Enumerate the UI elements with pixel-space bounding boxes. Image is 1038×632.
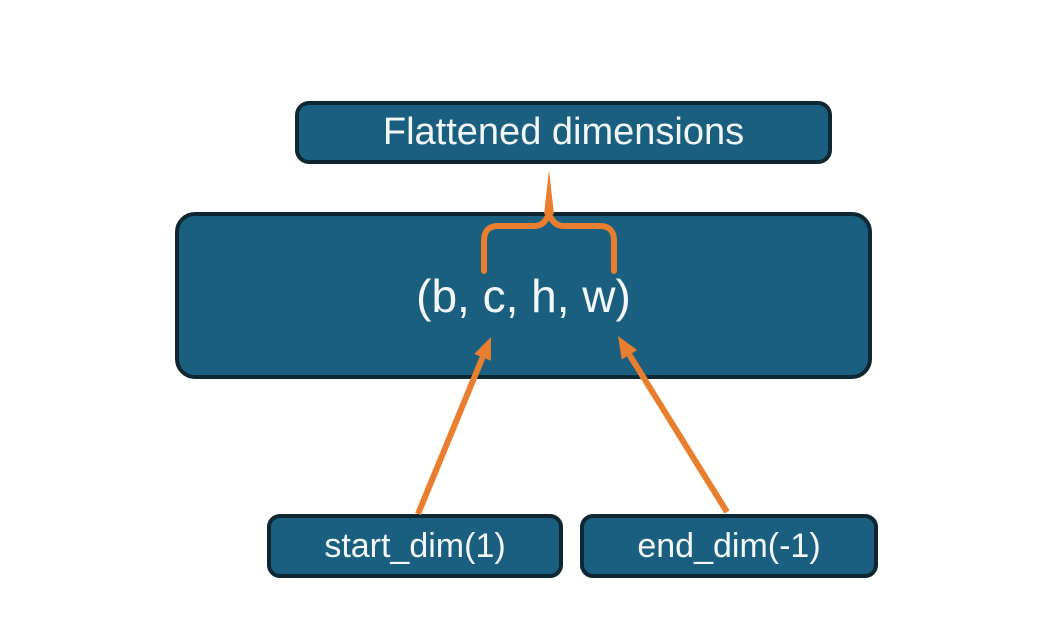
brace-stem-icon [544, 170, 554, 214]
start-dim-box: start_dim(1) [267, 514, 563, 578]
end-dim-label: end_dim(-1) [637, 526, 821, 565]
flattened-dimensions-box: Flattened dimensions [295, 101, 832, 164]
end-dim-box: end_dim(-1) [580, 514, 878, 578]
tensor-shape-label: (b, c, h, w) [416, 269, 631, 322]
start-dim-arrow-shaft [415, 356, 486, 516]
start-dim-label: start_dim(1) [324, 526, 506, 565]
flattened-dimensions-label: Flattened dimensions [382, 111, 745, 153]
tensor-shape-box: (b, c, h, w) [175, 212, 872, 379]
